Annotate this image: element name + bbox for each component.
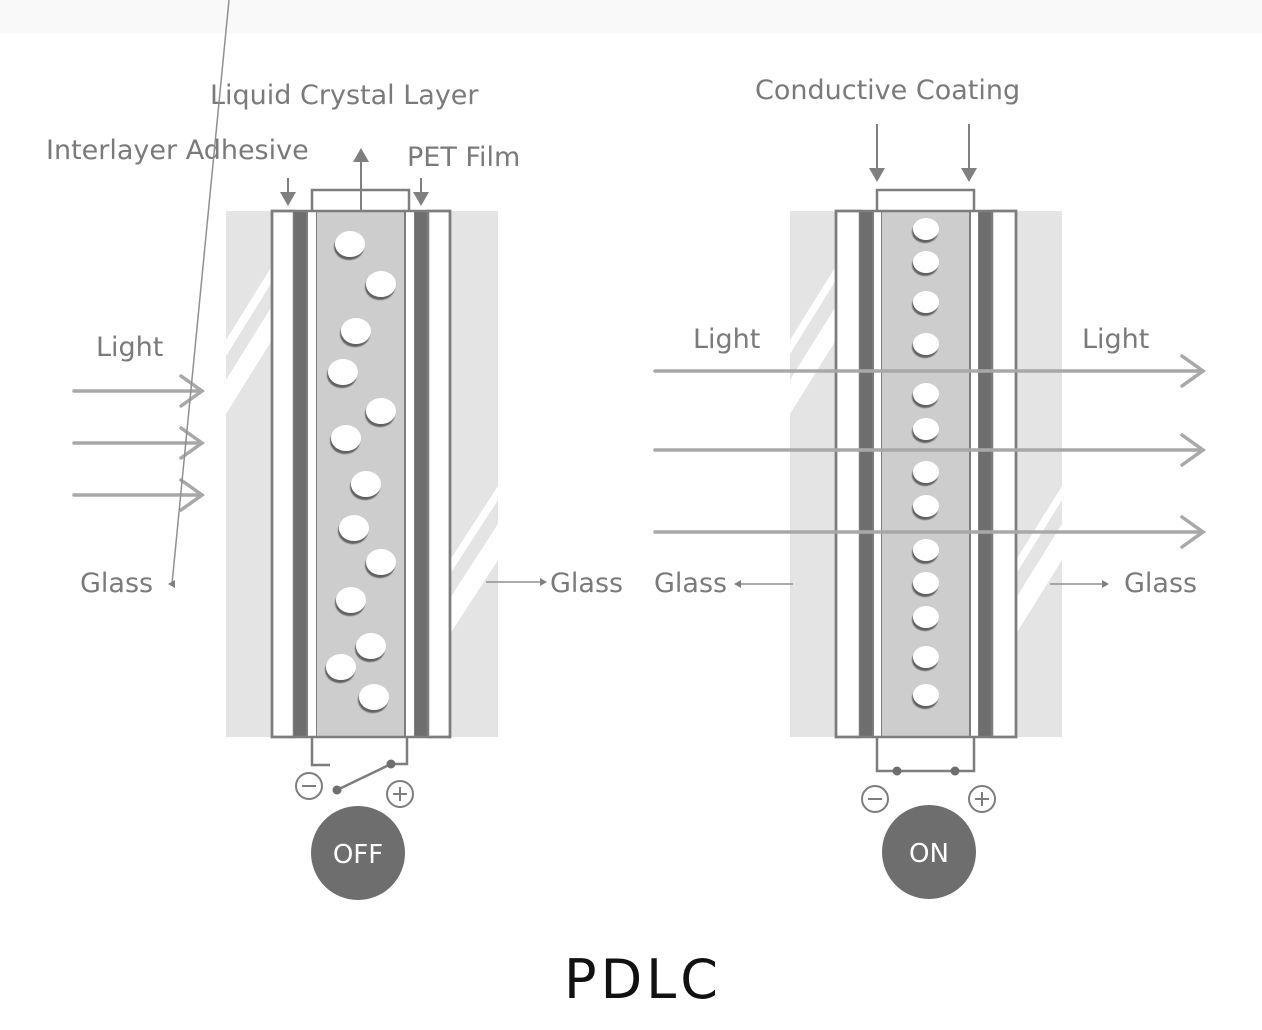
conductive-coating-left [860,211,873,737]
lc-droplet [913,251,939,273]
label-conductive-coating: Conductive Coating [755,75,1020,106]
glass-pane-right [1016,211,1062,737]
light-arrow [653,354,1207,388]
switch-contact [950,766,960,776]
lc-droplet [351,471,381,497]
light-arrow [72,426,206,460]
lc-droplet [366,271,396,297]
lc-droplet [913,461,939,483]
switch-pivot [386,759,396,769]
lc-droplet [328,359,358,385]
circuit-open-switch [310,737,409,792]
panel-outline [834,209,1018,739]
lc-droplet [913,418,939,440]
light-arrow [72,374,206,408]
label-glass-right: Glass [1124,568,1197,599]
lc-droplet [366,398,396,424]
glass-left-pointer [171,0,230,585]
lc-droplet [913,572,939,594]
positive-terminal-icon [968,785,996,813]
conductive-coating-right [979,211,992,737]
label-liquid-crystal-layer: Liquid Crystal Layer [210,80,479,111]
label-light-in: Light [693,324,760,355]
label-glass-left: Glass [80,568,153,599]
lc-droplet [913,333,939,355]
glass-pane-left [790,211,836,737]
adhesive-right [969,210,980,738]
glass-left-arrowhead [734,580,741,588]
on-state-badge: ON [882,805,976,899]
lc-droplet [335,231,365,257]
lc-droplet [326,654,356,680]
pet-film-left [834,209,862,739]
adhesive-left [306,210,318,738]
light-arrow [653,515,1207,549]
lc-droplet [331,425,361,451]
pet-film-left [270,209,296,739]
adhesive-right [404,210,416,738]
lc-droplet [913,539,939,561]
circuit-closed-switch [875,737,976,773]
label-pet-film: PET Film [407,142,520,173]
label-light: Light [96,332,163,363]
glass-right-arrowhead [540,578,547,586]
lc-droplet [913,606,939,628]
switch-contact [332,785,342,795]
lc-droplet [366,549,396,575]
on-state-panel: Conductive Coating Light Light Glass Gla… [653,75,1207,899]
off-state-badge: OFF [311,806,405,900]
coating-bracket [875,188,976,211]
lc-droplet [913,291,939,313]
label-interlayer-adhesive: Interlayer Adhesive [46,135,309,166]
lc-droplet [913,495,939,517]
off-state-panel: Liquid Crystal Layer Interlayer Adhesive… [46,0,623,900]
pet-film-right [426,209,452,739]
glass-reflection [790,266,1062,634]
label-light-out: Light [1082,324,1149,355]
lc-droplet [359,684,389,710]
top-bar [0,0,1262,33]
glass-left-arrowhead [168,580,175,588]
lc-droplet [913,383,939,405]
lc-droplet [913,218,939,240]
lc-droplet [913,684,939,706]
lc-droplet [356,633,386,659]
light-arrows-through [653,354,1207,549]
negative-terminal-icon [295,772,323,800]
negative-terminal-icon [861,785,889,813]
glass-right-arrowhead [1102,580,1109,588]
label-glass-right: Glass [550,568,623,599]
page-title: PDLC [564,948,722,1011]
lc-droplet [913,646,939,668]
lc-droplet [341,318,371,344]
switch-contact [892,766,902,776]
conductive-coating-right [415,211,428,737]
lc-droplet [336,587,366,613]
positive-terminal-icon [386,780,414,808]
light-arrow [72,478,206,512]
glass-pane-left [226,211,272,737]
conductive-coating-left [294,211,307,737]
off-state-label: OFF [333,840,383,870]
lc-droplet [339,515,369,541]
pet-film-right [990,209,1018,739]
on-state-label: ON [909,839,949,869]
glass-pane-right [450,211,498,737]
lc-droplets-scattered [326,231,396,710]
adhesive-left [872,210,883,738]
glass-reflection [226,266,498,634]
light-arrow [653,433,1207,467]
lc-droplets-aligned [913,218,939,706]
label-glass-left: Glass [654,568,727,599]
light-arrows-incoming [72,374,206,512]
